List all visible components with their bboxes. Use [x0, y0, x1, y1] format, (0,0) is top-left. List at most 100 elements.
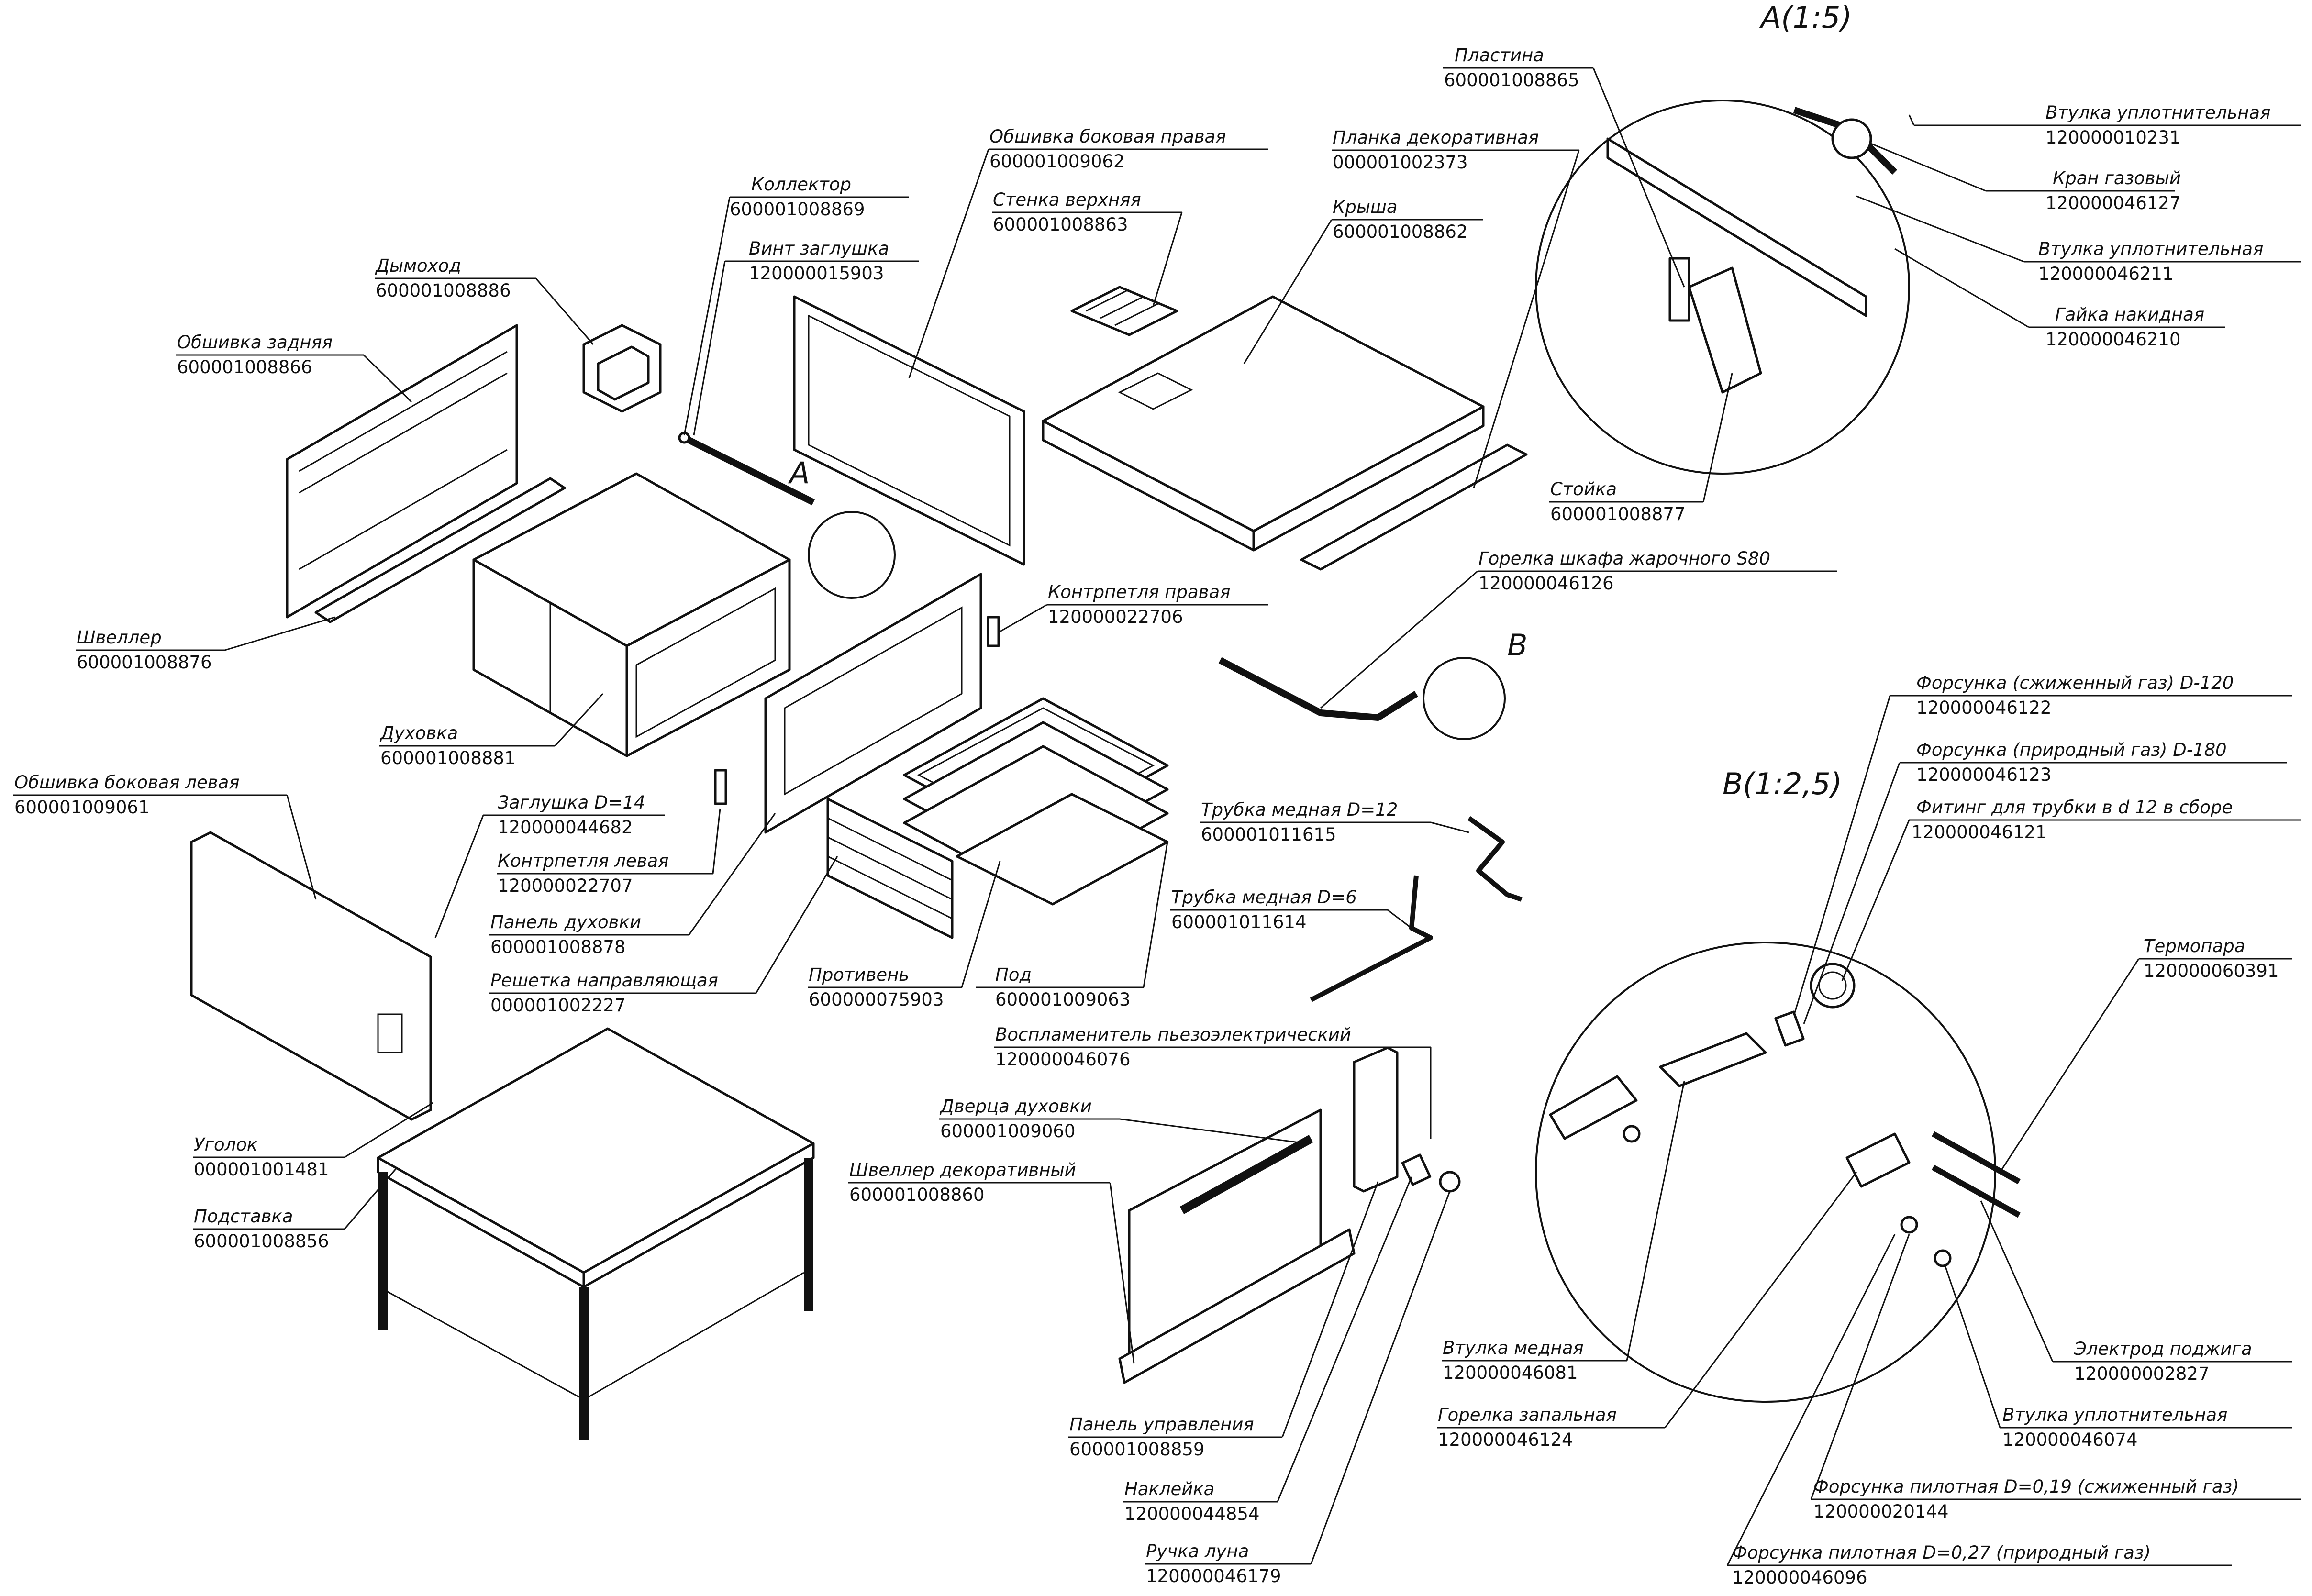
label-code: 120000046126 — [1478, 573, 1614, 594]
label-code: 600001008878 — [490, 937, 626, 957]
detail-view-a: A(1:5) — [1535, 0, 1910, 475]
label-name: Воспламенитель пьезоэлектрический — [995, 1024, 1351, 1045]
callout-plastina: Пластина 600001008865 — [1443, 45, 1685, 288]
chimney-drawing — [582, 324, 662, 413]
label-name: Духовка — [379, 723, 458, 743]
label-name: Стойка — [1550, 479, 1617, 499]
callout-dukhovka: Духовка 600001008881 — [379, 693, 604, 768]
copper-tube-6-drawing — [1310, 875, 1433, 1002]
rear-panel-drawing — [286, 324, 518, 619]
label-code: 600001011614 — [1171, 912, 1307, 932]
label-code: 120000046074 — [2002, 1430, 2138, 1450]
callout-b-forsunka-pil-prir: Форсунка пилотная D=0,27 (природный газ)… — [1726, 1234, 2232, 1588]
label-name: Решетка направляющая — [490, 970, 718, 991]
callout-kollektor: Коллектор 600001008869 — [683, 174, 909, 436]
label-code: 120000044854 — [1124, 1504, 1260, 1524]
left-side-panel-drawing — [190, 831, 432, 1121]
label-name: Фитинг для трубки в d 12 в сборе — [1916, 797, 2233, 818]
label-code: 120000015903 — [749, 263, 884, 284]
copper-tube-12-drawing — [1467, 816, 1523, 902]
label-name: Форсунка пилотная D=0,19 (сжиженный газ) — [1813, 1476, 2239, 1497]
collector-drawing — [678, 432, 815, 506]
label-code: 120000046127 — [2045, 193, 2181, 213]
label-name: Крыша — [1333, 197, 1398, 217]
callout-kontrpetlya-pravaya: Контрпетля правая 120000022706 — [1000, 582, 1268, 632]
label-code: 600000075903 — [809, 989, 944, 1010]
label-code: 120000002827 — [2074, 1363, 2210, 1384]
left-hinge-drawing — [714, 769, 727, 805]
callout-kontrpetlya-levaya: Контрпетля левая 120000022707 — [497, 808, 721, 896]
decorative-channel-drawing — [1118, 1228, 1356, 1384]
label-name: Кран газовый — [2053, 168, 2181, 188]
right-hinge-drawing — [987, 616, 1000, 647]
label-name: Обшивка боковая левая — [14, 772, 240, 793]
handle-drawing — [1439, 1171, 1461, 1193]
callout-a-vtulka-2: Втулка уплотнительная 120000046211 — [1856, 195, 2301, 284]
callout-b-forsunka-szh: Форсунка (сжиженный газ) D-120 120000046… — [1793, 673, 2292, 1015]
callout-nakleyka: Наклейка 120000044854 — [1123, 1176, 1412, 1524]
label-name: Уголок — [194, 1134, 258, 1155]
callout-labels: Обшивка задняя 600001008866 Дымоход 6000… — [13, 45, 2301, 1588]
label-code: 120000046121 — [1912, 822, 2047, 842]
detail-view-b: B(1:2,5) — [1535, 766, 2021, 1403]
label-name: Планка декоративная — [1333, 127, 1539, 148]
label-code: 600001008866 — [177, 357, 312, 377]
label-code: 120000060391 — [2144, 961, 2279, 981]
callout-vosplamenitel: Воспламенитель пьезоэлектрический 120000… — [994, 1024, 1432, 1139]
callout-trubka-6: Трубка медная D=6 600001011614 — [1170, 887, 1412, 932]
label-code: 120000022707 — [498, 876, 633, 896]
label-name: Электрод поджига — [2074, 1339, 2252, 1359]
view-a-callout: A — [788, 455, 896, 599]
label-name: Стенка верхняя — [993, 189, 1141, 210]
callout-zaglushka: Заглушка D=14 120000044682 — [434, 792, 665, 938]
label-name: Винт заглушка — [749, 238, 889, 259]
label-name: Форсунка пилотная D=0,27 (природный газ) — [1732, 1542, 2151, 1563]
callout-b-vtulka-mednaya: Втулка медная 120000046081 — [1442, 1081, 1685, 1383]
callout-dymokhod: Дымоход 600001008886 — [375, 255, 594, 345]
label-code: 600001008877 — [1550, 504, 1686, 524]
label-code: 000001001481 — [194, 1159, 329, 1180]
callout-b-forsunka-pil-szh: Форсунка пилотная D=0,19 (сжиженный газ)… — [1810, 1234, 2301, 1522]
label-name: Термопара — [2144, 936, 2245, 956]
label-name: Втулка медная — [1443, 1338, 1584, 1358]
callout-podstavka: Подставка 600001008856 — [193, 1167, 398, 1252]
label-name: Контрпетля левая — [498, 851, 668, 871]
callout-stenka-verkhnyaya: Стенка верхняя 600001008863 — [992, 189, 1183, 307]
callout-obshivka-bokovaya-levaya: Обшивка боковая левая 600001009061 — [13, 772, 317, 900]
callout-a-kran: Кран газовый 120000046127 — [1870, 143, 2181, 213]
label-code: 600001008863 — [993, 214, 1128, 235]
detail-a-marker: A — [788, 455, 810, 490]
callout-protiven: Противень 600000075903 — [808, 861, 1001, 1010]
callout-ruchka: Ручка луна 120000046179 — [1145, 1191, 1451, 1586]
label-code: 600001008881 — [380, 748, 516, 768]
label-code: 120000020144 — [1813, 1501, 1949, 1522]
label-code: 120000046124 — [1438, 1430, 1573, 1450]
callout-b-termopara: Термопара 120000060391 — [1999, 936, 2292, 1173]
label-name: Швеллер — [77, 627, 162, 648]
label-name: Панель управления — [1069, 1414, 1254, 1435]
callout-b-fiting: Фитинг для трубки в d 12 в сборе 1200000… — [1841, 797, 2301, 981]
detail-b-marker: B — [1507, 628, 1528, 663]
callout-pod: Под 600001009063 — [976, 842, 1168, 1010]
label-code: 600001008856 — [194, 1231, 329, 1252]
label-code: 600001011615 — [1201, 824, 1336, 845]
label-code: 600001008865 — [1444, 70, 1579, 90]
callout-ugolok: Уголок 000001001481 — [193, 1102, 434, 1180]
label-name: Контрпетля правая — [1048, 582, 1230, 602]
top-wall-drawing — [1070, 286, 1178, 336]
label-name: Дымоход — [375, 255, 461, 276]
callout-panel-dukhovki: Панель духовки 600001008878 — [489, 813, 776, 957]
label-name: Втулка уплотнительная — [2002, 1405, 2227, 1425]
oven-panel-drawing — [764, 573, 982, 834]
label-name: Обшивка боковая правая — [989, 126, 1226, 147]
label-code: 120000046096 — [1732, 1567, 1867, 1588]
label-code: 120000046081 — [1443, 1363, 1578, 1383]
label-name: Под — [995, 964, 1032, 985]
label-name: Втулка уплотнительная — [2045, 102, 2270, 123]
callout-a-gayka: Гайка накидная 120000046210 — [1894, 248, 2225, 350]
sticker-drawing — [1401, 1153, 1432, 1186]
callout-stoyka: Стойка 600001008877 — [1549, 373, 1733, 524]
label-name: Наклейка — [1124, 1479, 1214, 1499]
label-name: Противень — [809, 964, 909, 985]
